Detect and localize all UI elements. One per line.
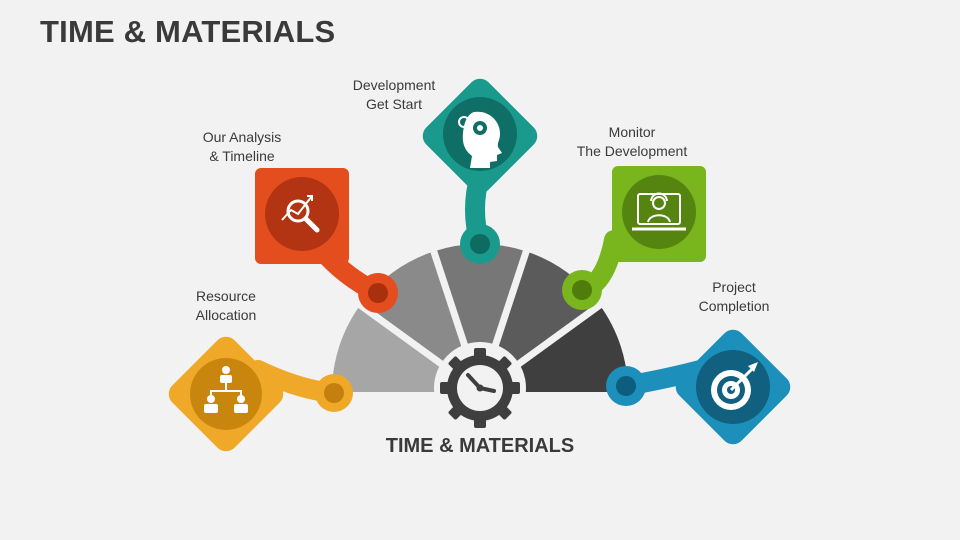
label-line2: Allocation [195, 307, 257, 323]
label-project-completion: Project Completion [684, 278, 784, 316]
analysis-magnifier-icon [281, 195, 320, 233]
head-gears-icon [458, 111, 502, 168]
label-line2: Get Start [365, 96, 423, 112]
label-line2: The Development [576, 143, 688, 159]
step-monitor [562, 166, 706, 310]
label-line2: Completion [698, 298, 770, 314]
label-line2: & Timeline [209, 148, 275, 164]
label-our-analysis: Our Analysis & Timeline [182, 128, 302, 166]
label-monitor: Monitor The Development [562, 123, 702, 161]
label-line1: Resource [196, 288, 256, 304]
target-icon [711, 362, 758, 410]
arc-segment-3 [434, 243, 526, 392]
step-resource-allocation [168, 336, 353, 452]
clock-gear-icon [434, 342, 526, 434]
monitor-person-icon [632, 192, 686, 231]
page-title: TIME & MATERIALS [40, 14, 336, 49]
step-project-completion [606, 329, 791, 445]
center-title: TIME & MATERIALS [385, 435, 575, 457]
label-line1: Development [352, 77, 436, 93]
label-line1: Our Analysis [202, 129, 282, 145]
step-our-analysis [255, 168, 398, 313]
org-chart-icon [204, 366, 248, 413]
step-development [422, 78, 538, 264]
label-line1: Monitor [608, 124, 656, 140]
label-development: Development Get Start [334, 76, 454, 114]
label-line1: Project [712, 279, 756, 295]
label-resource-allocation: Resource Allocation [178, 287, 274, 325]
